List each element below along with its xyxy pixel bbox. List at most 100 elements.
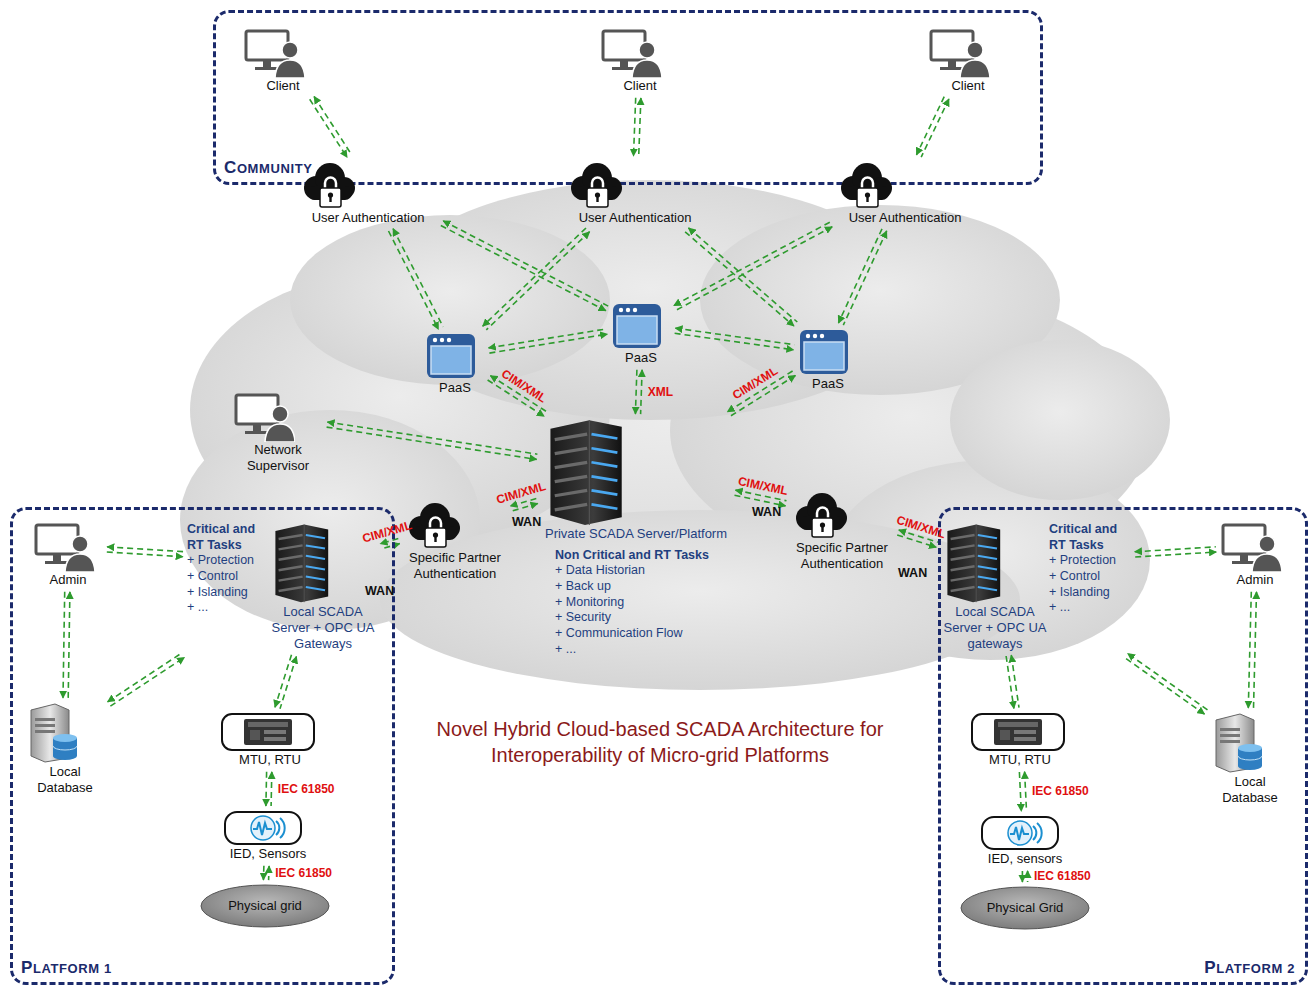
node-label: Local Database	[1210, 774, 1290, 806]
node-label: Local Database	[25, 764, 105, 796]
authentication-cloud-icon	[790, 490, 894, 540]
node-label: Admin	[33, 572, 103, 588]
local-database: Local Database	[25, 702, 105, 796]
connector	[1135, 547, 1216, 557]
connector-line	[314, 97, 351, 155]
connector-line	[280, 656, 296, 708]
wan-label: WAN	[898, 566, 927, 580]
node-label: User Authentication	[298, 210, 438, 226]
connector-line	[327, 422, 537, 454]
connector-line	[68, 592, 70, 698]
connector-line	[685, 232, 794, 326]
wan-label: WAN	[512, 515, 541, 529]
connector-line	[839, 229, 883, 323]
task-item: + Control	[187, 569, 269, 585]
node-label: PaaS	[798, 376, 858, 392]
connector	[483, 228, 590, 330]
connector-line	[1128, 654, 1208, 710]
user-terminal: Admin	[1220, 522, 1290, 588]
task-item: + ...	[187, 600, 269, 616]
connector-line	[674, 222, 830, 305]
connector-line	[110, 657, 184, 706]
paas-service-icon	[798, 328, 858, 376]
edge-label: IEC 61850	[1034, 869, 1091, 883]
connector	[63, 592, 70, 698]
user-terminal-icon	[243, 28, 323, 78]
connector	[917, 97, 949, 157]
authentication-cloud: User Authentication	[835, 160, 975, 226]
node-label: Network Supervisor	[233, 442, 323, 474]
region-boundary: PLATFORM 1 Admin Critical and RT Tasks+ Pr…	[10, 507, 395, 985]
connector-line	[1248, 592, 1251, 708]
task-item: + Data Historian	[555, 563, 731, 579]
ied-sensor: IED, sensors	[980, 815, 1070, 867]
node-label: MTU, RTU	[970, 752, 1070, 768]
node-label: PaaS	[425, 380, 485, 396]
ied-sensor-icon	[980, 815, 1070, 851]
local-scada-server: Critical and RT Tasks+ Protection+ Contr…	[187, 522, 377, 652]
task-list: Critical and RT Tasks+ Protection+ Contr…	[1049, 522, 1131, 616]
rtu-device-icon	[220, 712, 320, 752]
node-label: Physical Grid	[960, 886, 1090, 930]
task-item: + Communication Flow	[555, 626, 731, 642]
local-database: Local Database	[1210, 712, 1290, 806]
edge-label: XML	[648, 385, 673, 399]
scada-column: Local SCADA Server + OPC UA gateways	[941, 522, 1049, 652]
connector	[1022, 871, 1027, 882]
connector-line	[382, 544, 400, 549]
node-label: Local SCADA Server + OPC UA gateways	[941, 604, 1049, 652]
connector-line	[265, 772, 267, 806]
connector-line	[107, 552, 183, 557]
connector-line	[63, 592, 65, 698]
diagram-title: Novel Hybrid Cloud-based SCADA Architect…	[390, 716, 930, 768]
task-item: + ...	[555, 642, 731, 658]
authentication-cloud: User Authentication	[565, 160, 705, 226]
connector	[275, 655, 296, 709]
task-item: + Protection	[1049, 553, 1131, 569]
authentication-cloud-icon	[835, 160, 975, 210]
edge-label: IEC 61850	[1032, 784, 1089, 798]
user-terminal: Admin	[33, 522, 103, 588]
region-label: PLATFORM 2	[1204, 958, 1295, 979]
node-label: Client	[243, 78, 323, 94]
node-label: Admin	[1220, 572, 1290, 588]
task-heading: Non Critical and RT Tasks	[555, 548, 731, 564]
region-label: COMMUNITY	[224, 158, 312, 179]
scada-column: Local SCADA Server + OPC UA Gateways	[269, 522, 377, 652]
authentication-cloud: Specific Partner Authentication	[403, 500, 507, 582]
connector-line	[310, 99, 347, 157]
server-icon	[541, 418, 731, 526]
task-heading: Critical and RT Tasks	[187, 522, 269, 553]
connector-line	[1254, 592, 1257, 708]
connector	[685, 228, 797, 326]
node-label: User Authentication	[565, 210, 705, 226]
paas-service: PaaS	[798, 328, 858, 392]
connector	[1248, 592, 1256, 708]
connector	[108, 653, 185, 706]
connector-line	[1006, 656, 1014, 708]
paas-service-icon	[425, 332, 485, 380]
node-label: IED, sensors	[980, 851, 1070, 867]
wan-label: WAN	[365, 584, 394, 598]
scada-row: Critical and RT Tasks+ Protection+ Contr…	[941, 522, 1131, 652]
connector-line	[675, 328, 794, 345]
connector	[1006, 655, 1019, 708]
wan-label: WAN	[752, 505, 781, 519]
rtu-device: MTU, RTU	[970, 712, 1070, 768]
connector-line	[107, 547, 183, 552]
connector	[634, 98, 641, 156]
authentication-cloud-icon	[403, 500, 507, 550]
connector-line	[483, 228, 586, 326]
user-terminal: Client	[600, 28, 680, 94]
task-item: + Islanding	[187, 585, 269, 601]
node-label: IED, Sensors	[223, 846, 313, 862]
node-label: User Authentication	[835, 210, 975, 226]
connector-line	[917, 97, 945, 155]
connector-line	[1025, 772, 1027, 811]
connector	[635, 370, 642, 414]
ied-sensor: IED, Sensors	[223, 810, 313, 862]
region-label: PLATFORM 1	[21, 958, 112, 979]
connector-line	[489, 334, 607, 353]
